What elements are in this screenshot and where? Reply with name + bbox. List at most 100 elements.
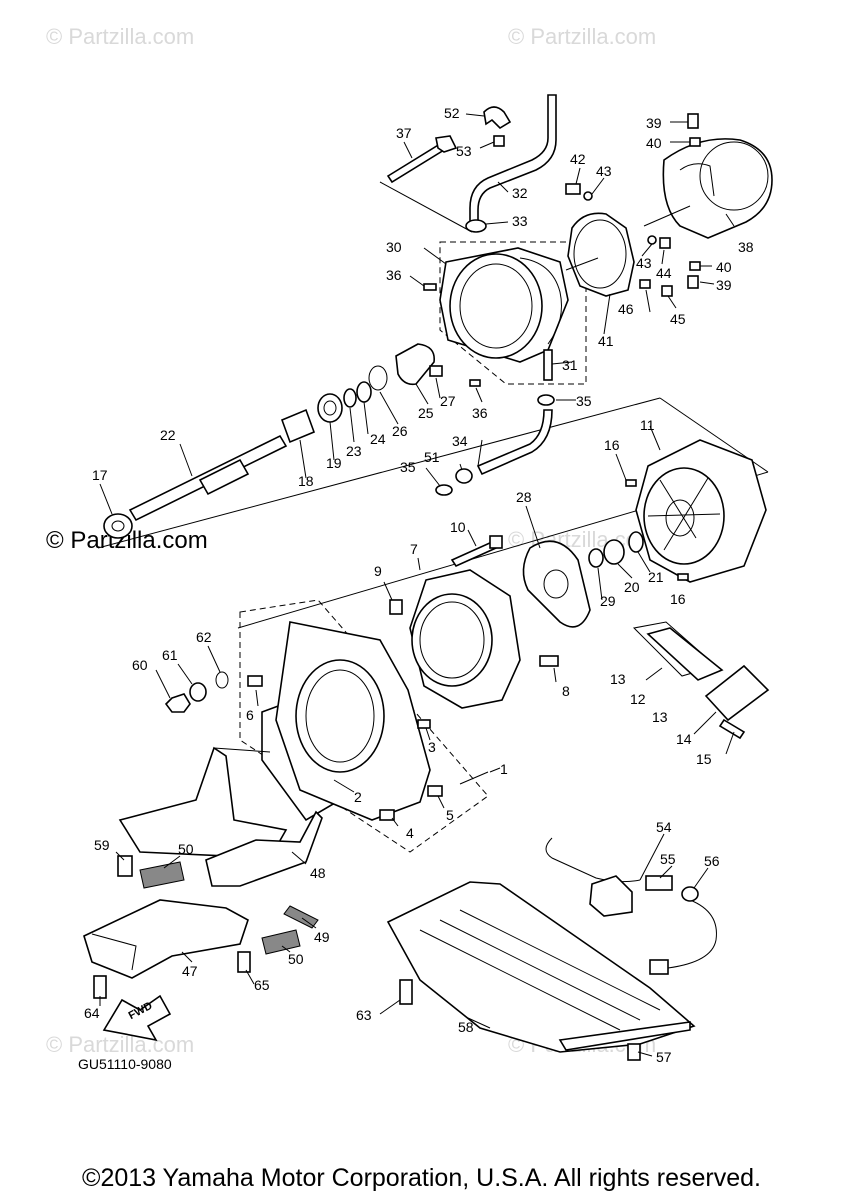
bolt-39 [687, 113, 699, 289]
callout-58: 58 [458, 1019, 474, 1035]
duct-1 [275, 621, 431, 821]
seal-17 [103, 513, 133, 539]
callout-31: 31 [562, 357, 578, 373]
callout-21: 21 [648, 569, 664, 585]
holder-55 [589, 875, 633, 917]
callout-7: 7 [410, 541, 418, 557]
callout-8: 8 [562, 683, 570, 699]
intake-grate-58 [386, 881, 696, 1053]
bolt-63 [399, 979, 413, 1005]
housing-7 [409, 569, 521, 709]
nut-44 [659, 237, 671, 249]
callout-16b: 16 [670, 591, 686, 607]
callout-61: 61 [162, 647, 178, 663]
callout-2: 2 [354, 789, 362, 805]
housing-30 [439, 247, 569, 363]
callout-50b: 50 [288, 951, 304, 967]
pump-housing-11 [635, 439, 767, 583]
callout-labels: 1 2 3 4 5 6 7 8 9 10 11 12 13 13 14 15 1… [84, 105, 754, 1065]
callout-39a: 39 [646, 115, 662, 131]
callout-35b: 35 [400, 459, 416, 475]
cap-25 [395, 343, 435, 386]
pin-3 [417, 719, 431, 729]
bolt-45 [661, 285, 673, 297]
pin-16 [625, 479, 689, 581]
callout-42: 42 [570, 151, 586, 167]
callout-39b: 39 [716, 277, 732, 293]
callout-37: 37 [396, 125, 412, 141]
callout-43b: 43 [636, 255, 652, 271]
callout-10: 10 [450, 519, 466, 535]
callout-18: 18 [298, 473, 314, 489]
callout-23: 23 [346, 443, 362, 459]
callout-36a: 36 [386, 267, 402, 283]
nut-60 [164, 693, 191, 713]
watermark-bottom-left: © Partzilla.com [46, 1032, 195, 1057]
pin-36-top [423, 283, 437, 291]
callout-20: 20 [624, 579, 640, 595]
adjuster-55 [645, 875, 673, 891]
callout-26: 26 [392, 423, 408, 439]
callout-17: 17 [92, 467, 108, 483]
callout-44: 44 [656, 265, 672, 281]
grill-12 [646, 627, 724, 681]
callout-45: 45 [670, 311, 686, 327]
watermark-top-right: © Partzilla.com [508, 24, 657, 49]
callout-33: 33 [512, 213, 528, 229]
clamp-52 [483, 106, 512, 130]
impeller-28 [522, 540, 591, 628]
diagram-code: GU51110-9080 [78, 1056, 172, 1072]
callout-11: 11 [640, 417, 655, 433]
callout-3: 3 [428, 739, 436, 755]
bolt-59 [117, 855, 133, 877]
callout-32: 32 [512, 185, 528, 201]
screw-57 [627, 1043, 641, 1061]
callout-57: 57 [656, 1049, 672, 1065]
callout-12: 12 [630, 691, 646, 707]
bolt-42 [565, 183, 581, 195]
washer-61 [189, 682, 207, 702]
pin-5 [427, 785, 443, 797]
callout-53: 53 [456, 143, 472, 159]
callout-29: 29 [600, 593, 616, 609]
bracket-48 [205, 810, 323, 887]
clamp-33 [465, 219, 487, 233]
callout-13b: 13 [652, 709, 668, 725]
cable-end [649, 959, 669, 975]
callout-16a: 16 [604, 437, 620, 453]
spacer-50-top [139, 861, 185, 889]
callout-40b: 40 [716, 259, 732, 275]
callout-27: 27 [440, 393, 456, 409]
callout-65: 65 [254, 977, 270, 993]
washer-21 [628, 531, 644, 553]
callout-36b: 36 [472, 405, 488, 421]
callout-49: 49 [314, 929, 330, 945]
deflector-38 [662, 138, 773, 239]
copyright-notice: ©2013 Yamaha Motor Corporation, U.S.A. A… [82, 1164, 761, 1192]
bolt-64 [93, 975, 107, 999]
seal-24 [356, 381, 372, 403]
callout-56: 56 [704, 853, 720, 869]
fwd-arrow-icon [102, 994, 172, 1042]
cover-14 [704, 664, 770, 722]
spacer-23 [343, 388, 357, 408]
o-ring-26 [368, 365, 388, 391]
callout-52: 52 [444, 105, 460, 121]
bolt-65 [237, 951, 251, 973]
callout-40a: 40 [646, 135, 662, 151]
hose-32 [469, 94, 557, 226]
callout-30: 30 [386, 239, 402, 255]
bracket-top [118, 746, 288, 859]
collar-51 [455, 468, 473, 484]
callout-34: 34 [452, 433, 468, 449]
callout-35a: 35 [576, 393, 592, 409]
callout-9: 9 [374, 563, 382, 579]
callout-14: 14 [676, 731, 692, 747]
bolt-37 [386, 135, 458, 184]
callout-15: 15 [696, 751, 712, 767]
collar-9 [389, 599, 403, 615]
callout-25: 25 [418, 405, 434, 421]
sleeve-18 [280, 408, 316, 444]
